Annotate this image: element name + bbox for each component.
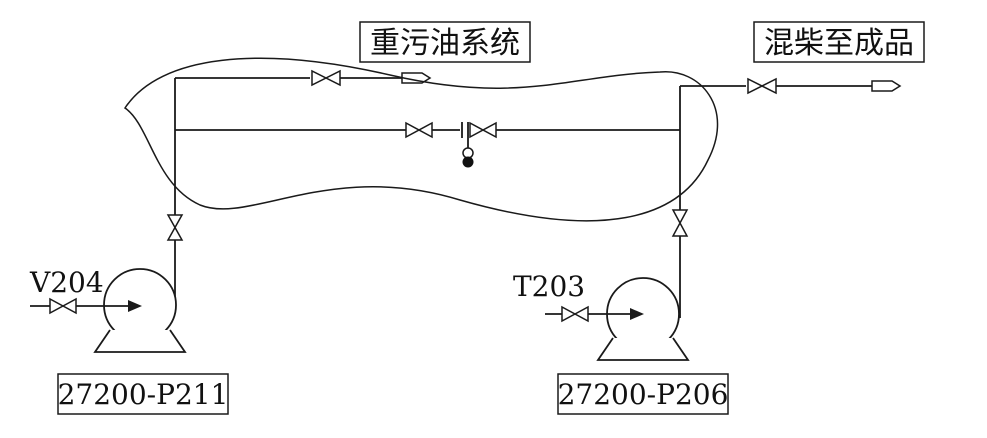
pump-right-tag-box [557,373,729,415]
loop-boundary [123,57,719,222]
pump-left [93,268,187,353]
gate-valve-crossover-right [469,121,497,139]
pump-left-tag: 27200-P211 [58,378,229,411]
mixed-diesel-label: 混柴至成品 [764,26,914,61]
source-left-label: V204 [29,266,104,299]
pump-right [596,277,690,361]
pump-right-tag: 27200-P206 [558,378,729,411]
mixed-diesel-box [753,21,925,63]
suction-right-arrow [630,308,644,320]
gate-valve-crossover-left [405,121,433,139]
gate-valve-suction-right [561,305,589,323]
outlet-arrow-mixed-diesel [871,80,902,92]
pump-left-tag-box [57,373,229,415]
outlet-arrow-heavy-oil [401,72,432,84]
gate-valve-top-right [747,77,777,95]
gate-valve-top-left [311,69,341,87]
source-right-label: T203 [513,270,585,303]
gate-valve-riser-right [671,209,689,237]
gate-valve-suction-left [49,297,77,315]
drain-closed-circle [462,156,474,168]
gate-valve-riser-left [166,214,184,241]
suction-left-arrow [128,300,142,312]
heavy-oil-system-box [359,21,531,63]
heavy-oil-system-label: 重污油系统 [370,26,520,61]
